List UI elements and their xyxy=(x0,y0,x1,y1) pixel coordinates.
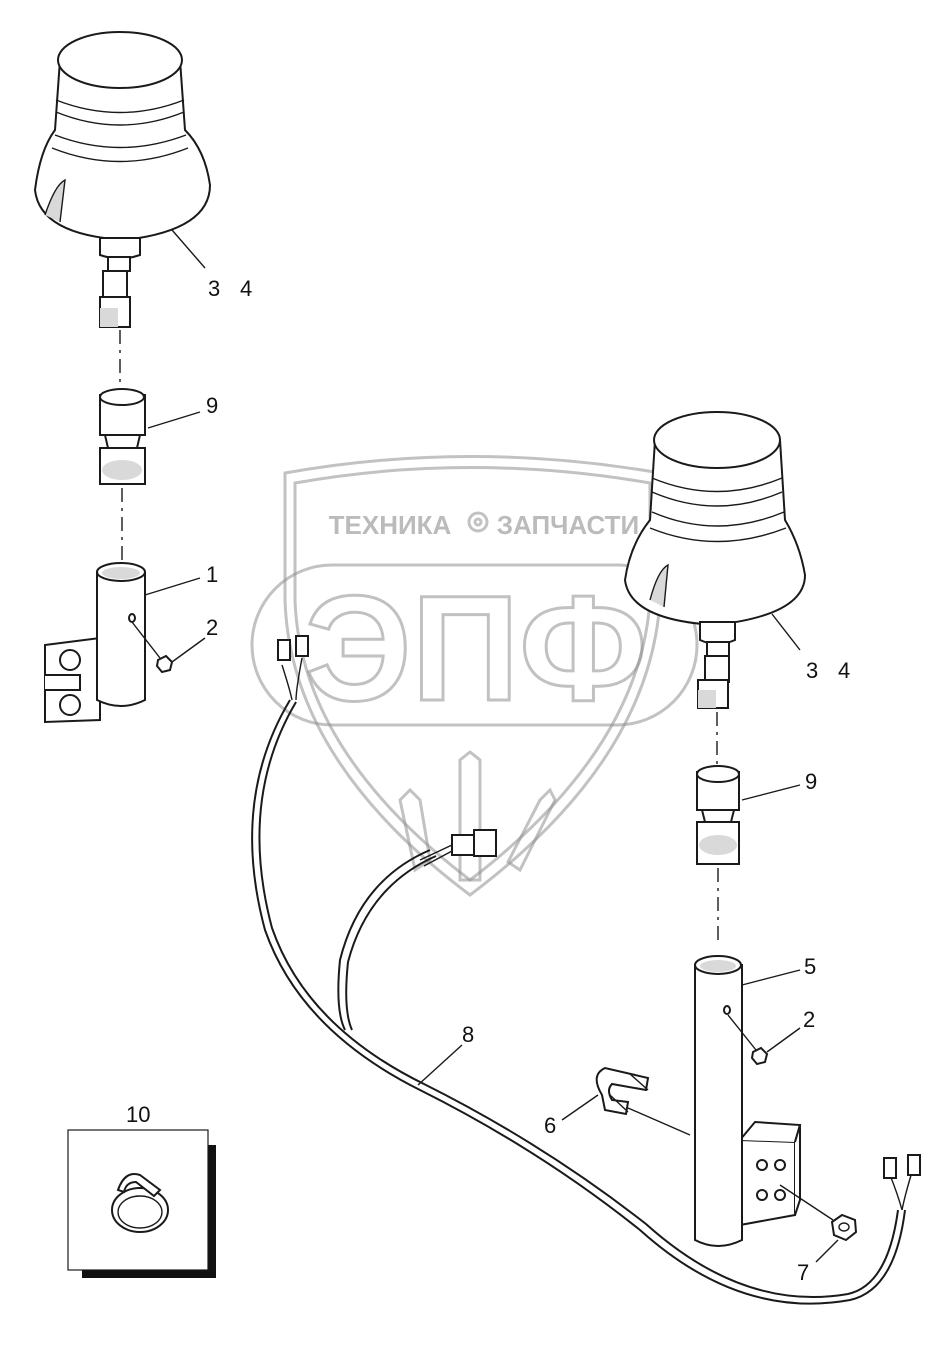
callout-2-right: 2 xyxy=(803,1007,815,1032)
hose-clamp-inset xyxy=(67,1129,216,1278)
callout-3-left: 3 xyxy=(208,276,220,301)
wiring-harness xyxy=(251,635,921,1305)
beacon-light-left xyxy=(33,31,212,328)
callout-5: 5 xyxy=(804,954,816,979)
callout-10: 10 xyxy=(126,1102,150,1127)
callout-4-right: 4 xyxy=(838,658,850,683)
watermark-brand-text: ЭПФ xyxy=(305,564,648,732)
adapter-right xyxy=(696,765,740,865)
callout-3-right: 3 xyxy=(806,658,818,683)
watermark-right-text: ЗАПЧАСТИ xyxy=(497,510,640,540)
callout-8: 8 xyxy=(462,1022,474,1047)
callout-2-left: 2 xyxy=(206,615,218,640)
callout-6: 6 xyxy=(544,1113,556,1138)
watermark-left-text: ТЕХНИКА xyxy=(329,510,452,540)
u-bolt xyxy=(595,1066,691,1136)
watermark-gear-icon xyxy=(467,511,489,533)
callout-4-left: 4 xyxy=(240,276,252,301)
adapter-left xyxy=(99,388,146,485)
mount-bracket-tall xyxy=(694,955,802,1247)
nut-right xyxy=(750,1046,769,1066)
mount-bracket-short xyxy=(44,562,146,724)
nut-left xyxy=(155,654,174,674)
callout-7: 7 xyxy=(797,1260,809,1285)
beacon-light-right xyxy=(623,411,807,709)
watermark-wheat-icon xyxy=(398,750,557,882)
watermark: ТЕХНИКА ЗАПЧАСТИ ЭПФ xyxy=(250,455,699,897)
hex-nut xyxy=(830,1213,858,1242)
callout-1: 1 xyxy=(206,562,218,587)
callout-9-right: 9 xyxy=(805,769,817,794)
callout-9-left: 9 xyxy=(206,393,218,418)
